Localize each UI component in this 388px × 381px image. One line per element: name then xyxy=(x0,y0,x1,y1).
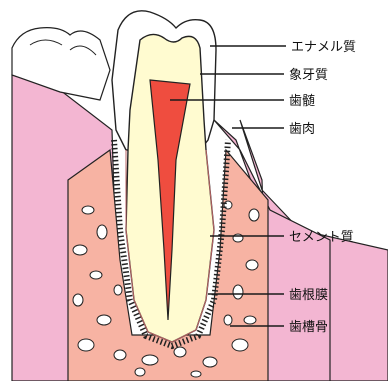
label-alveolar-bone: 歯槽骨 xyxy=(289,320,328,335)
label-enamel: エナメル質 xyxy=(291,40,356,55)
label-pulp: 歯髄 xyxy=(289,94,315,109)
label-periodontal-ligament: 歯根膜 xyxy=(289,288,328,303)
label-cementum: セメント質 xyxy=(289,230,354,245)
label-gingiva: 歯肉 xyxy=(289,122,315,137)
label-dentin: 象牙質 xyxy=(289,68,328,83)
